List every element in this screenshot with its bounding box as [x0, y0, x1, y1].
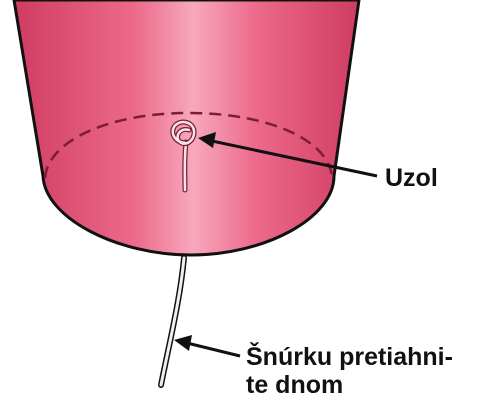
- string-pointer-arrow: [174, 335, 240, 356]
- string-label-line2: te dnom: [246, 371, 343, 399]
- string-label-line1: Šnúrku pretiahni-: [246, 341, 453, 371]
- knot-label: Uzol: [385, 164, 438, 192]
